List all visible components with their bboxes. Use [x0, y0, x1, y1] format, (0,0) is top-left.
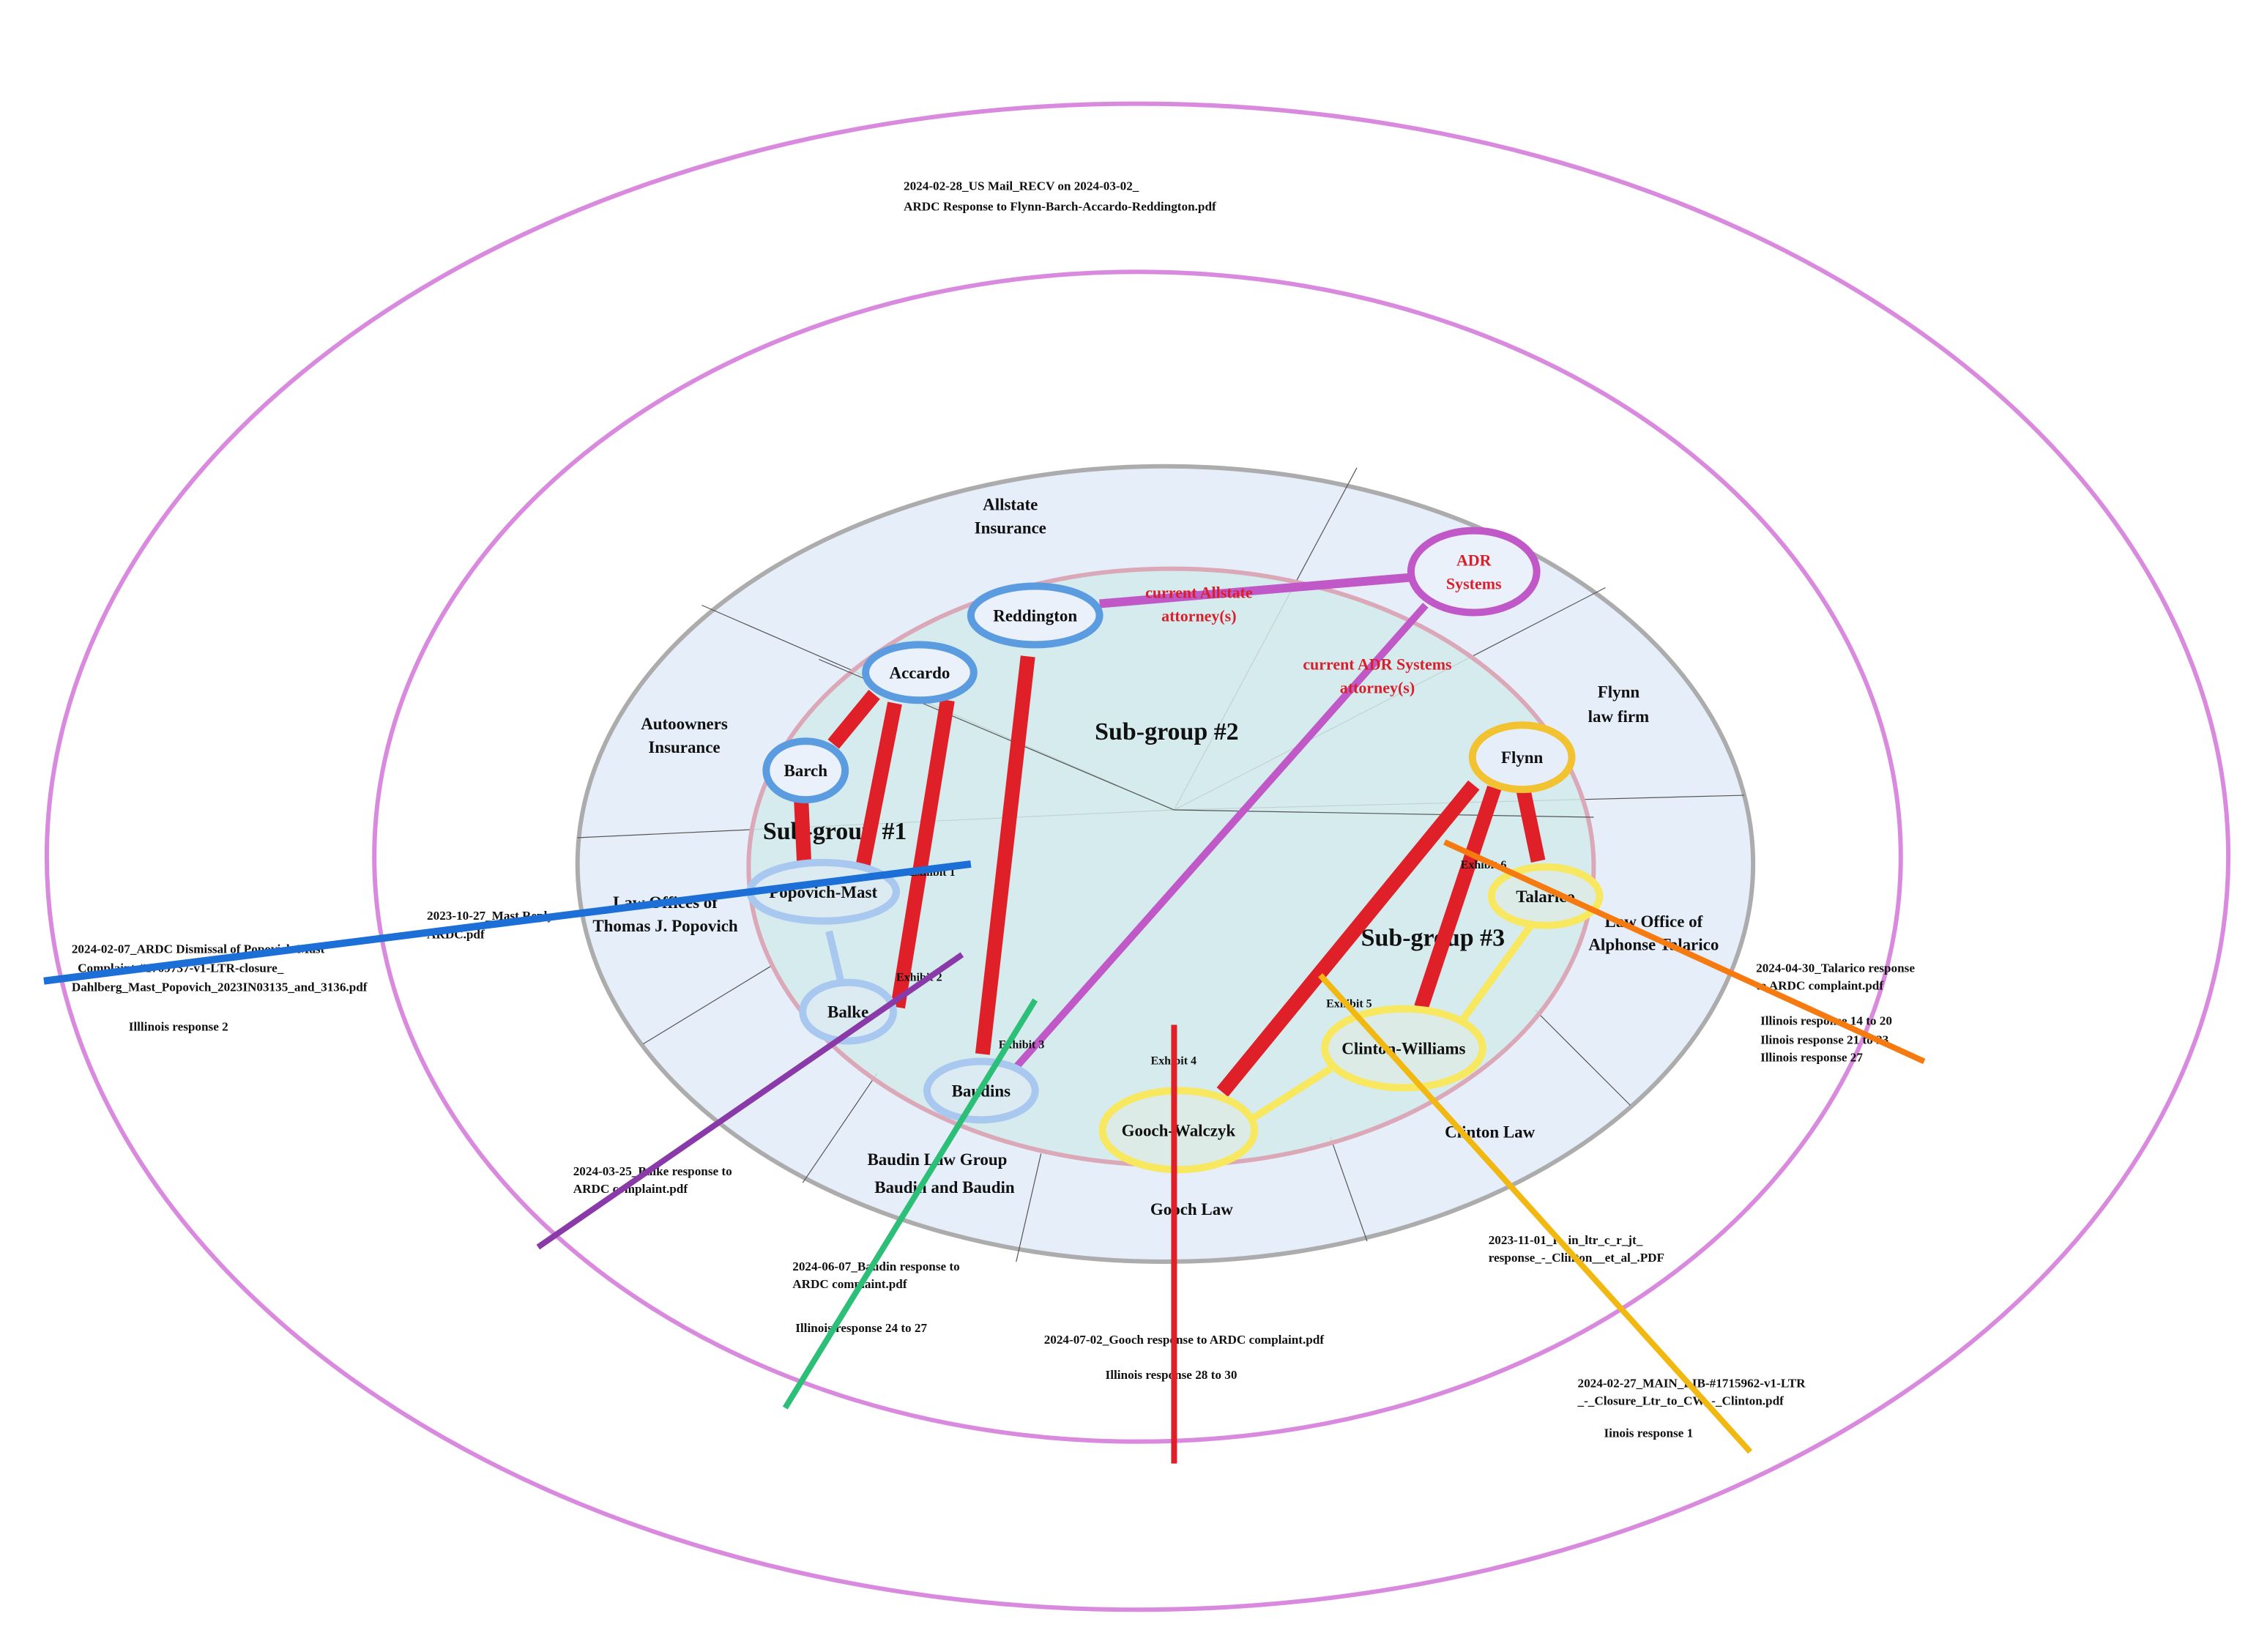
svg-text:Clinton-Williams: Clinton-Williams: [1341, 1039, 1465, 1057]
node-barch[interactable]: Barch: [762, 737, 849, 804]
node-gooch-walczyk[interactable]: Gooch-Walczyk: [1098, 1087, 1259, 1174]
node-accardo[interactable]: Accardo: [862, 641, 978, 704]
doc-line-balke: [536, 952, 964, 1250]
node-talarico[interactable]: Talarico: [1487, 863, 1604, 929]
doc-line-baudin: [782, 998, 1038, 1410]
svg-text:Reddington: Reddington: [993, 606, 1077, 625]
svg-text:Barch: Barch: [784, 762, 827, 780]
doc-line-talarico: [1443, 839, 1926, 1065]
doc-baudin-response: Illinois response 24 to 27: [795, 1321, 927, 1335]
doc-main: 2024-02-27_MAIN_LIB-#1715962-v1-LTR_-_Cl…: [1577, 1377, 1806, 1408]
doc-line-popovich: [43, 860, 972, 985]
link-adr-baudins: [1012, 603, 1429, 1071]
middle-ring: [372, 269, 1903, 1444]
firm-gooch: Gooch Law: [1150, 1200, 1233, 1218]
doc-line-clinton: [1318, 972, 1753, 1454]
node-clinton-williams[interactable]: Clinton-Williams: [1321, 1005, 1486, 1092]
doc-main-response: Iinois response 1: [1604, 1426, 1693, 1440]
link-reddington-adr: [1099, 573, 1412, 609]
weak-links-sub3: [1248, 923, 1534, 1123]
doc-gooch: 2024-07-02_Gooch response to ARDC compla…: [1044, 1333, 1325, 1347]
subgroup-2-label: Sub-group #2: [1095, 718, 1238, 745]
link-popovich-balke: [825, 930, 844, 982]
top-document: 2024-02-28_US Mail_RECV on 2024-03-02_AR…: [904, 179, 1216, 213]
firm-baudin-baudin: Baudin and Baudin: [874, 1178, 1015, 1197]
svg-text:Flynn: Flynn: [1501, 748, 1544, 767]
svg-text:Gooch-Walczyk: Gooch-Walczyk: [1122, 1121, 1236, 1139]
subgroup-1-label: Sub-group #1: [763, 818, 907, 845]
node-flynn[interactable]: Flynn: [1468, 721, 1576, 794]
svg-text:Accardo: Accardo: [890, 663, 950, 682]
svg-text:Balke: Balke: [827, 1003, 868, 1022]
subgroup-3-label: Sub-group #3: [1361, 925, 1505, 952]
node-reddington[interactable]: Reddington: [967, 582, 1104, 649]
node-balke[interactable]: Balke: [799, 978, 898, 1045]
strong-links: [794, 655, 1546, 1097]
doc-popovich-dismissal: 2024-02-07_ARDC Dismissal of Popovich-Ma…: [72, 942, 368, 994]
outer-ring: [44, 101, 2231, 1612]
doc-popovich-response: Illlinois response 2: [129, 1020, 228, 1034]
